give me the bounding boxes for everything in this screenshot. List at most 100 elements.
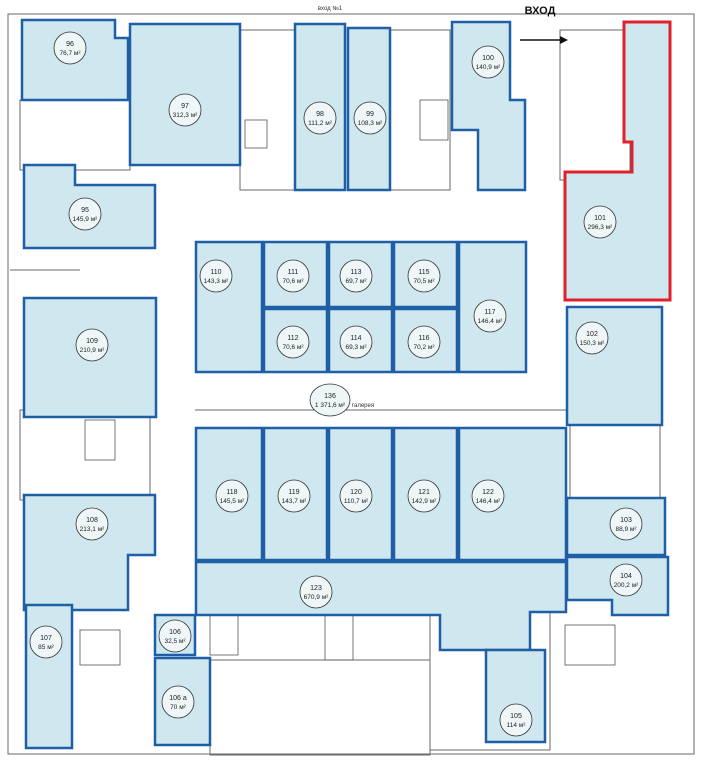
unit-108[interactable]: 108 213,1 м²	[22, 493, 157, 612]
unit-area: 210,9 м²	[80, 347, 106, 354]
unit-number: 109	[86, 338, 98, 345]
unit-120[interactable]: 120 110,7 м²	[327, 426, 394, 562]
unit-104[interactable]: 104 200,2 м²	[565, 555, 670, 617]
unit-area: 69,3 м²	[345, 344, 367, 351]
unit-badge	[407, 325, 441, 359]
unit-area: 145,5 м²	[220, 498, 246, 505]
unit-badge	[575, 321, 609, 355]
unit-badge	[75, 328, 109, 362]
unit-area: 213,1 м²	[80, 526, 106, 533]
unit-badge	[29, 625, 63, 659]
unit-area: 142,9 м²	[412, 498, 438, 505]
unit-area: 76,7 м²	[59, 50, 81, 57]
unit-106-а[interactable]: 106 а70 м²	[153, 656, 212, 747]
unit-area: 70,6 м²	[282, 344, 304, 351]
unit-area: 88,9 м²	[615, 526, 637, 533]
unit-area: 312,3 м²	[173, 112, 199, 119]
unit-badge	[75, 507, 109, 541]
unit-number: 110	[210, 269, 221, 276]
unit-102[interactable]: 102 150,3 м²	[565, 305, 664, 427]
unit-area: 150,3 м²	[580, 340, 606, 347]
unit-area: 670,9 м²	[304, 594, 330, 601]
unit-95[interactable]: 95 145,9 м²	[22, 163, 157, 250]
unit-badge	[199, 259, 233, 293]
unit-area: 140,9 м²	[476, 64, 502, 71]
unit-outline[interactable]	[22, 493, 157, 612]
unit-number: 106 а	[169, 695, 187, 702]
entrance-label: ВХОД	[525, 5, 556, 17]
unit-area: 70,2 м²	[413, 344, 435, 351]
unit-number: 101	[594, 215, 606, 222]
unit-area: 146,4 м²	[476, 498, 502, 505]
unit-area: 111,2 м²	[308, 120, 333, 127]
unit-area: 108,3 м²	[358, 120, 384, 127]
unit-area: 110,7 м²	[344, 498, 369, 505]
unit-outline[interactable]	[450, 20, 527, 192]
unit-99[interactable]: 99 108,3 м²	[346, 26, 392, 192]
unit-outline[interactable]	[194, 240, 264, 374]
unit-badge	[339, 259, 373, 293]
unit-badge	[339, 325, 373, 359]
unit-badge	[277, 479, 311, 513]
unit-badge	[339, 479, 373, 513]
unit-badge	[471, 45, 505, 79]
unit-number: 99	[366, 111, 374, 118]
unit-number: 106	[169, 629, 181, 636]
entrance-arrow-icon	[520, 36, 568, 44]
unit-badge	[407, 259, 441, 293]
unit-112[interactable]: 112 70,6 м²	[262, 307, 329, 374]
unit-number: 107	[40, 635, 52, 642]
unit-number: 119	[288, 489, 299, 496]
unit-number: 117	[484, 309, 495, 316]
unit-107[interactable]: 107 85 м²	[24, 603, 74, 750]
unit-area: 146,4 м²	[478, 318, 504, 325]
unit-number: 105	[510, 713, 522, 720]
unit-109[interactable]: 109 210,9 м²	[22, 296, 158, 419]
unit-number: 103	[620, 517, 632, 524]
unit-number: 112	[287, 335, 298, 342]
unit-area: 200,2 м²	[614, 582, 640, 589]
unit-badge	[309, 383, 351, 417]
unit-outline[interactable]	[194, 560, 568, 652]
unit-number: 120	[350, 489, 362, 496]
unit-number: 102	[586, 331, 598, 338]
unit-number: 108	[86, 517, 98, 524]
unit-area: 70,5 м²	[413, 278, 435, 285]
unit-number: 104	[620, 573, 632, 580]
unit-area: 85 м²	[38, 644, 55, 651]
unit-badge	[168, 93, 202, 127]
unit-area: 143,7 м²	[282, 498, 308, 505]
unit-area: 1 371,6 м²	[315, 402, 346, 409]
unit-outline[interactable]	[563, 20, 672, 302]
unit-area: 145,9 м²	[73, 216, 99, 223]
unit-badge	[499, 703, 533, 737]
unit-119[interactable]: 119 143,7 м²	[262, 426, 329, 562]
unit-badge	[158, 619, 192, 653]
unit-103[interactable]: 103 88,9 м²	[565, 496, 667, 557]
unit-number: 95	[81, 207, 89, 214]
unit-badge	[299, 575, 333, 609]
unit-117[interactable]: 117 146,4 м²	[457, 240, 528, 374]
unit-badge	[303, 101, 337, 135]
unit-outline[interactable]	[565, 305, 664, 427]
gallery-label: галерея	[352, 403, 374, 409]
